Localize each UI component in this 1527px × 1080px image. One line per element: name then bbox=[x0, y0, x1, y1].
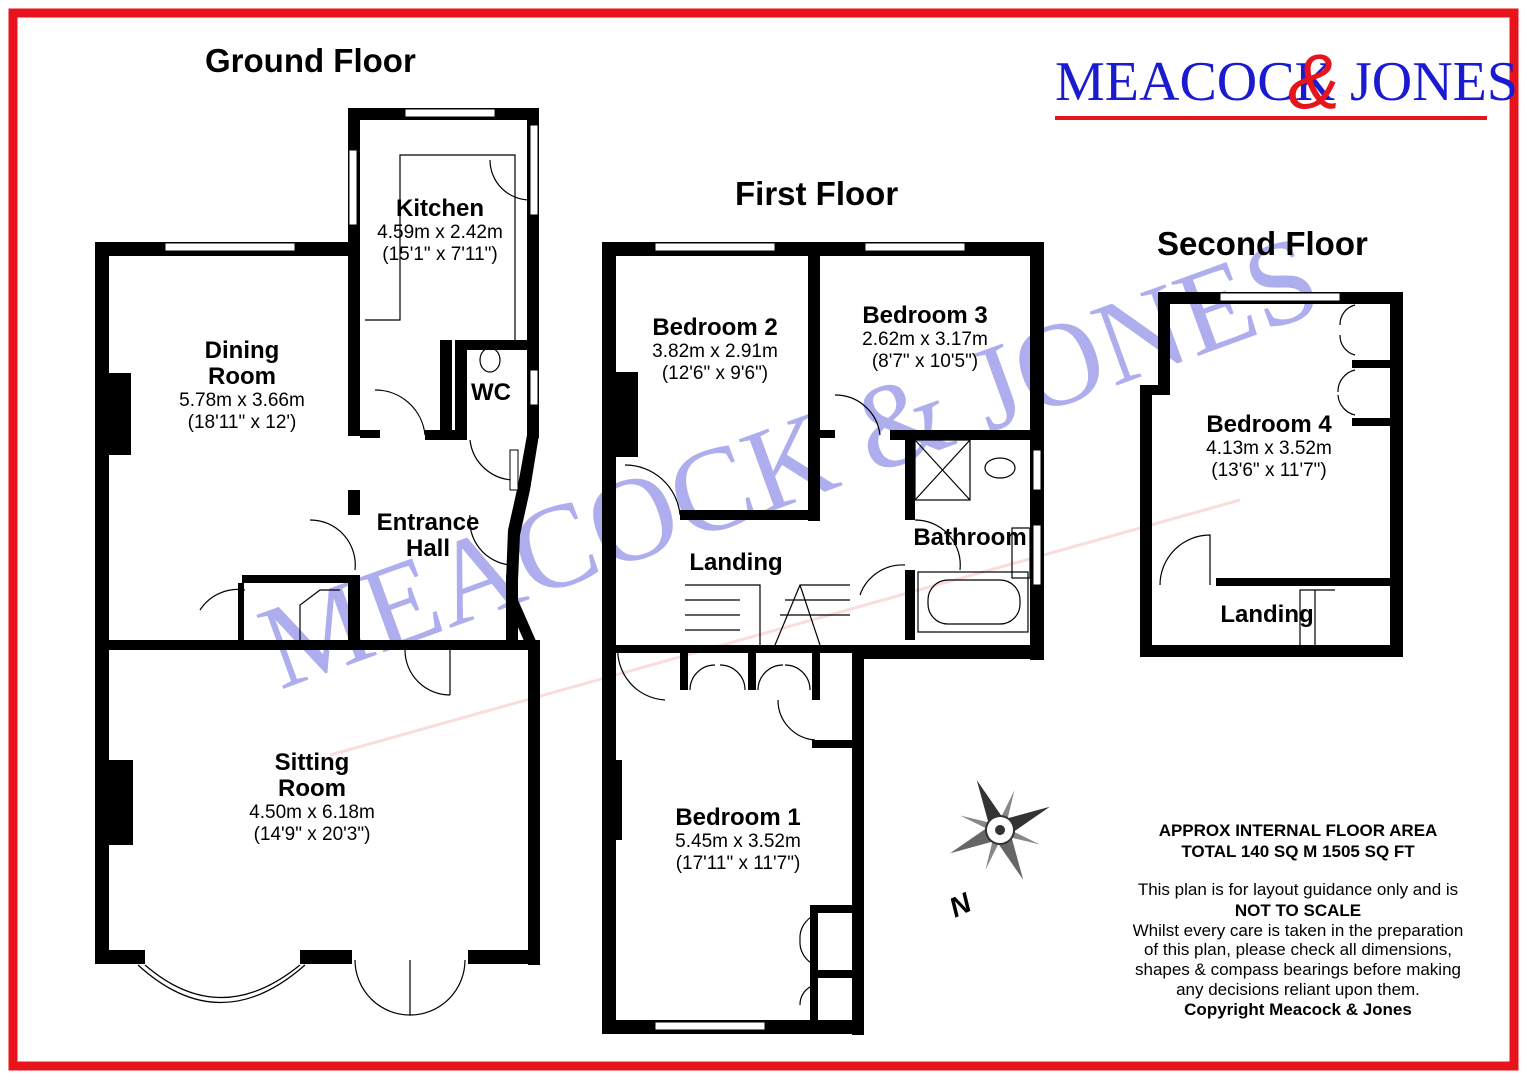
svg-text:NOT TO SCALE: NOT TO SCALE bbox=[1235, 901, 1361, 920]
compass-rose-icon bbox=[950, 780, 1050, 880]
disclaimer: This plan is for layout guidance only an… bbox=[1133, 880, 1464, 1019]
bedroom4-label: Bedroom 4 bbox=[1206, 411, 1332, 438]
ground-floor-plan bbox=[95, 108, 540, 1016]
second-floor-labels: Bedroom 4 4.13m x 3.52m (13'6" x 11'7") … bbox=[1206, 411, 1332, 628]
kitchen-imperial: (15'1" x 7'11") bbox=[382, 244, 497, 265]
bedroom4-imperial: (13'6" x 11'7") bbox=[1211, 460, 1326, 481]
page-border bbox=[8, 8, 1519, 1071]
brand-ampersand: & bbox=[1288, 37, 1340, 125]
area-line-1: APPROX INTERNAL FLOOR AREA bbox=[1159, 821, 1438, 840]
landing1-label: Landing bbox=[689, 549, 782, 576]
svg-text:any decisions reliant upon the: any decisions reliant upon them. bbox=[1176, 980, 1420, 999]
first-floor-labels: Bedroom 2 3.82m x 2.91m (12'6" x 9'6") B… bbox=[652, 302, 1027, 874]
sitting-metric: 4.50m x 6.18m bbox=[249, 802, 375, 823]
bedroom4-metric: 4.13m x 3.52m bbox=[1206, 438, 1332, 459]
dining-label-2: Room bbox=[208, 363, 276, 390]
bedroom1-metric: 5.45m x 3.52m bbox=[675, 831, 801, 852]
sitting-label-2: Room bbox=[278, 775, 346, 802]
bedroom1-imperial: (17'11" x 11'7") bbox=[676, 853, 801, 874]
brand-name-right: JONES bbox=[1350, 51, 1518, 113]
kitchen-label: Kitchen bbox=[396, 195, 484, 222]
area-note: APPROX INTERNAL FLOOR AREA TOTAL 140 SQ … bbox=[1159, 821, 1438, 861]
bedroom2-label: Bedroom 2 bbox=[652, 314, 777, 341]
sitting-imperial: (14'9" x 20'3") bbox=[254, 824, 371, 845]
bedroom2-imperial: (12'6" x 9'6") bbox=[662, 363, 768, 384]
area-line-2: TOTAL 140 SQ M 1505 SQ FT bbox=[1181, 842, 1415, 861]
landing2-label: Landing bbox=[1220, 601, 1313, 628]
dining-label-1: Dining bbox=[205, 337, 280, 364]
bedroom3-label: Bedroom 3 bbox=[862, 302, 987, 329]
svg-text:MEACOCK & JONES: MEACOCK & JONES bbox=[243, 209, 1335, 715]
dining-metric: 5.78m x 3.66m bbox=[179, 390, 305, 411]
svg-text:shapes & compass bearings befo: shapes & compass bearings before making bbox=[1135, 960, 1461, 979]
hall-label-2: Hall bbox=[406, 535, 450, 562]
compass-north-label: N bbox=[944, 886, 976, 923]
first-floor-plan bbox=[602, 242, 1044, 1035]
bedroom2-metric: 3.82m x 2.91m bbox=[652, 341, 778, 362]
wc-label: WC bbox=[471, 379, 511, 406]
bedroom1-label: Bedroom 1 bbox=[675, 804, 800, 831]
kitchen-metric: 4.59m x 2.42m bbox=[377, 222, 503, 243]
bathroom-label: Bathroom bbox=[913, 524, 1026, 551]
first-floor-title: First Floor bbox=[735, 175, 898, 212]
brand-logo: MEACOCK & JONES bbox=[1055, 37, 1518, 125]
sitting-label-1: Sitting bbox=[275, 749, 350, 776]
brand-name-left: MEACOCK bbox=[1055, 51, 1335, 113]
dining-imperial: (18'11" x 12') bbox=[188, 412, 297, 433]
bedroom3-metric: 2.62m x 3.17m bbox=[862, 329, 988, 350]
second-floor-title: Second Floor bbox=[1157, 225, 1368, 262]
bedroom3-imperial: (8'7" x 10'5") bbox=[872, 351, 978, 372]
ground-floor-labels: Kitchen 4.59m x 2.42m (15'1" x 7'11") Di… bbox=[179, 195, 511, 845]
ground-floor-title: Ground Floor bbox=[205, 42, 416, 79]
second-floor-plan bbox=[1140, 292, 1403, 657]
svg-text:This plan is for layout guidan: This plan is for layout guidance only an… bbox=[1138, 880, 1458, 899]
svg-text:Copyright Meacock & Jones: Copyright Meacock & Jones bbox=[1184, 1000, 1412, 1019]
svg-text:of this plan, please check all: of this plan, please check all dimension… bbox=[1144, 940, 1452, 959]
svg-text:Whilst every care is taken in: Whilst every care is taken in the prepar… bbox=[1133, 921, 1464, 940]
watermark: MEACOCK & JONES bbox=[243, 209, 1335, 757]
hall-label-1: Entrance bbox=[377, 509, 480, 536]
